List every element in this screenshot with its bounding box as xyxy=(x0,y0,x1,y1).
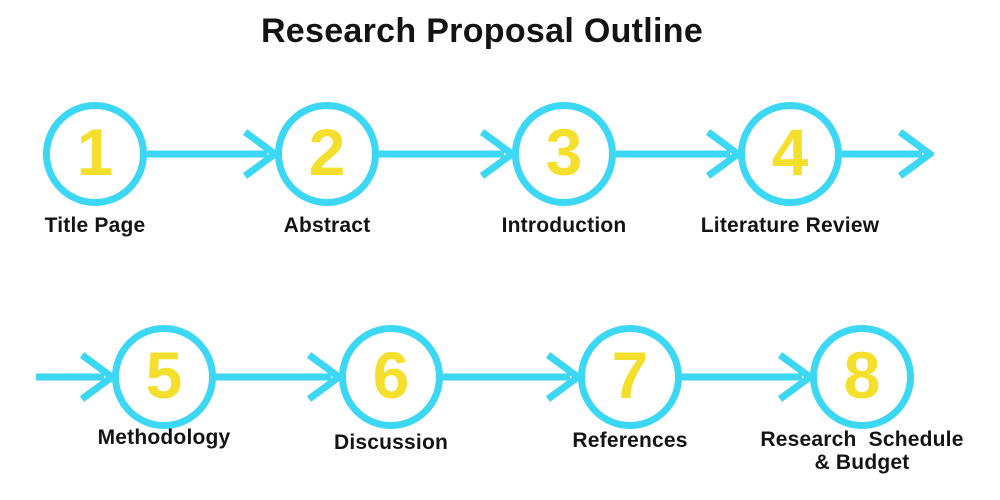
flow-arrow-row-end-icon xyxy=(842,126,934,182)
flow-arrow-row-start-icon xyxy=(36,349,116,405)
flow-arrow-icon xyxy=(216,349,343,405)
step-label-references: References xyxy=(572,429,688,452)
step-number-2: 2 xyxy=(308,115,346,189)
step-circle-7: 7 xyxy=(578,325,682,429)
step-number-4: 4 xyxy=(771,115,809,189)
step-circle-3: 3 xyxy=(512,102,616,206)
flow-arrow-icon xyxy=(147,126,279,182)
step-circle-2: 2 xyxy=(275,102,379,206)
step-number-5: 5 xyxy=(145,338,183,412)
step-label-title-page: Title Page xyxy=(44,214,146,237)
page-title: Research Proposal Outline xyxy=(260,12,704,50)
step-label-abstract: Abstract xyxy=(283,214,371,237)
step-circle-6: 6 xyxy=(339,325,443,429)
step-number-1: 1 xyxy=(76,115,114,189)
flow-arrow-icon xyxy=(682,349,814,405)
step-label-discussion: Discussion xyxy=(333,431,449,454)
step-label-methodology: Methodology xyxy=(97,426,231,449)
step-circle-5: 5 xyxy=(112,325,216,429)
step-number-8: 8 xyxy=(843,338,881,412)
step-number-3: 3 xyxy=(545,115,583,189)
step-label-introduction: Introduction xyxy=(501,214,627,237)
step-label-research-schedule-budget: Research Schedule & Budget xyxy=(760,428,964,474)
step-number-7: 7 xyxy=(611,338,649,412)
flow-arrow-icon xyxy=(616,126,742,182)
step-label-literature-review: Literature Review xyxy=(700,214,880,237)
step-number-6: 6 xyxy=(372,338,410,412)
step-circle-4: 4 xyxy=(738,102,842,206)
flow-arrow-icon xyxy=(379,126,516,182)
flow-arrow-icon xyxy=(443,349,582,405)
step-circle-8: 8 xyxy=(810,325,914,429)
step-circle-1: 1 xyxy=(43,102,147,206)
